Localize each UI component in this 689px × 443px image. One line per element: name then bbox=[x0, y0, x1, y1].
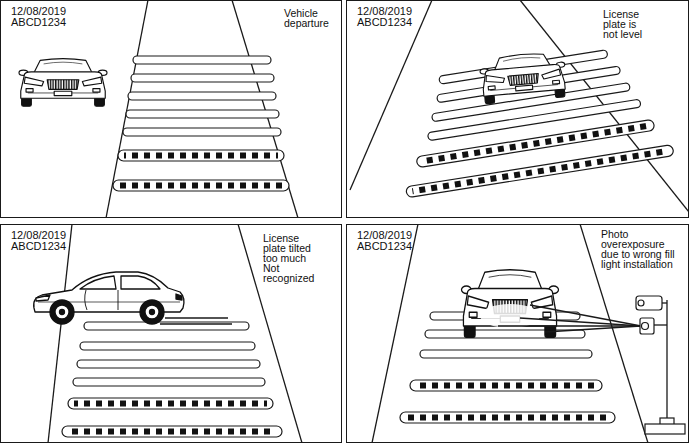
checker-stripe bbox=[410, 380, 602, 391]
camera-lens bbox=[638, 300, 644, 306]
car-side bbox=[34, 272, 184, 324]
checker-fill bbox=[74, 401, 267, 407]
panel-caption: License plate is not level bbox=[603, 9, 649, 39]
pole-base bbox=[645, 424, 685, 434]
plate-stamp: ABCD1234 bbox=[11, 17, 66, 28]
checker-stripe bbox=[113, 180, 289, 191]
photo-panel: 12/08/2019ABCD1234 Vehicle departure bbox=[0, 0, 342, 218]
checker-fill bbox=[412, 148, 668, 194]
panel-caption: Vehicle departure bbox=[284, 8, 340, 28]
crosswalk-stripe bbox=[84, 322, 249, 330]
plate-stamp: ABCD1234 bbox=[357, 17, 412, 28]
crosswalk-stripe bbox=[131, 74, 274, 82]
panel-caption: Photo overexposure due to wrong fill lig… bbox=[601, 229, 683, 269]
checker-stripe bbox=[62, 426, 282, 437]
crosswalk-stripe bbox=[128, 92, 276, 100]
road-edge bbox=[372, 224, 418, 443]
checker-stripe bbox=[400, 412, 615, 423]
motion-line bbox=[165, 317, 228, 318]
crosswalk-stripe bbox=[420, 350, 592, 358]
car-front bbox=[479, 51, 568, 104]
tilted-crosswalk bbox=[389, 42, 674, 198]
car-front bbox=[462, 270, 559, 338]
panel-caption: License plate tilted too much Not recogn… bbox=[263, 233, 323, 283]
motion-line bbox=[160, 323, 232, 324]
checker-fill bbox=[416, 383, 596, 389]
light-beam bbox=[530, 305, 641, 326]
fill-light-lens bbox=[642, 323, 649, 330]
scene-plate-tilted bbox=[34, 224, 302, 443]
date-stamp: 12/08/2019 bbox=[357, 230, 412, 241]
checker-stripe bbox=[68, 398, 273, 409]
camera-mount bbox=[662, 302, 667, 303]
plate-stamp: ABCD1234 bbox=[357, 241, 412, 252]
date-stamp: 12/08/2019 bbox=[11, 6, 66, 17]
checker-fill bbox=[68, 429, 276, 435]
camera bbox=[636, 296, 662, 310]
photo-panel: 12/08/2019ABCD1234 Photo overexposure due… bbox=[346, 224, 689, 443]
light-beam bbox=[498, 325, 641, 326]
road-edge bbox=[48, 224, 72, 443]
scene-plate-not-level bbox=[350, 0, 689, 212]
photo-panel: 12/08/2019ABCD1234 License plate is not l… bbox=[346, 0, 689, 218]
light-beam bbox=[545, 326, 641, 332]
scene-overexposure bbox=[372, 224, 685, 443]
checker-fill bbox=[119, 183, 283, 189]
checker-stripe bbox=[406, 145, 674, 198]
checker-fill bbox=[406, 415, 609, 421]
crosswalk-stripe bbox=[126, 110, 279, 118]
photo-panel: 12/08/2019ABCD1234 License plate tilted t… bbox=[0, 224, 342, 443]
fill-light bbox=[640, 318, 654, 334]
scene-departure bbox=[19, 0, 298, 218]
date-stamp: 12/08/2019 bbox=[11, 230, 66, 241]
checker-stripe bbox=[118, 150, 284, 161]
glare bbox=[480, 304, 540, 328]
plate-stamp: ABCD1234 bbox=[11, 241, 66, 252]
crosswalk-stripe bbox=[123, 128, 281, 136]
pole bbox=[666, 300, 667, 426]
date-stamp: 12/08/2019 bbox=[357, 6, 412, 17]
car-front bbox=[19, 59, 107, 107]
crosswalk-stripe bbox=[133, 56, 271, 64]
crosswalk-stripe bbox=[77, 360, 260, 368]
crosswalk-stripe bbox=[73, 378, 265, 386]
checker-fill bbox=[124, 153, 278, 159]
crosswalk-stripe bbox=[80, 342, 255, 350]
